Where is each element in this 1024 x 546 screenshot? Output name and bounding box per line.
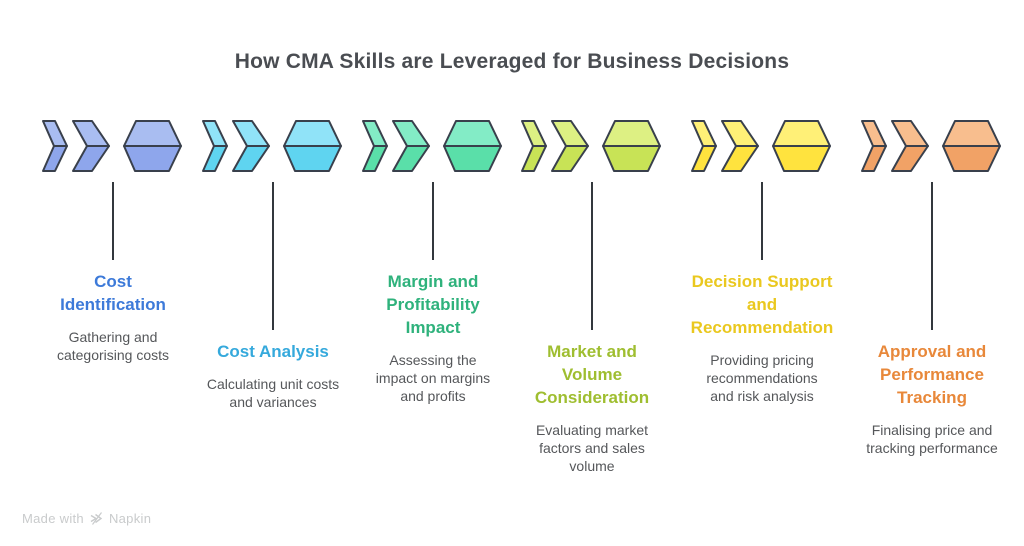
step-description: Calculating unit costs and variances — [206, 376, 340, 410]
step-description: Providing pricing recommendations and ri… — [706, 352, 818, 404]
connector-line — [272, 182, 274, 330]
connector-line — [432, 182, 434, 260]
triple-chevron-icon — [861, 120, 1001, 172]
made-with-label: Made with — [22, 511, 84, 526]
step-description: Finalising price and tracking performanc… — [866, 422, 998, 456]
triple-chevron-icon — [521, 120, 661, 172]
step-title: Margin and Profitability Impact — [386, 272, 480, 337]
step-group-cost-analysis: Cost Analysis Calculating unit costs and… — [193, 0, 353, 500]
connector-line — [931, 182, 933, 330]
triple-chevron-icon — [202, 120, 342, 172]
step-title: Cost Analysis — [217, 342, 329, 361]
step-title: Approval and Performance Tracking — [877, 342, 987, 407]
step-title: Market and Volume Consideration — [534, 342, 650, 407]
step-group-cost-identification: Cost Identification Gathering and catego… — [33, 0, 193, 500]
brand-label: Napkin — [108, 511, 152, 526]
step-description: Evaluating market factors and sales volu… — [535, 422, 649, 474]
connector-line — [112, 182, 114, 260]
step-group-approval-tracking: Approval and Performance Tracking Finali… — [852, 0, 1012, 500]
diagram-title: How CMA Skills are Leveraged for Busines… — [234, 50, 790, 73]
step-group-decision-support: Decision Support and Recommendation Prov… — [682, 0, 842, 500]
step-title: Decision Support and Recommendation — [690, 272, 834, 337]
watermark: Made with Napkin — [22, 511, 151, 526]
step-group-market-volume: Market and Volume Consideration Evaluati… — [512, 0, 672, 500]
triple-chevron-icon — [691, 120, 831, 172]
triple-chevron-icon — [42, 120, 182, 172]
step-description: Assessing the impact on margins and prof… — [375, 352, 491, 404]
triple-chevron-icon — [362, 120, 502, 172]
step-group-margin-profitability: Margin and Profitability Impact Assessin… — [353, 0, 513, 500]
step-description: Gathering and categorising costs — [56, 329, 170, 363]
napkin-logo-icon — [90, 512, 103, 525]
step-title: Cost Identification — [60, 272, 166, 314]
connector-line — [761, 182, 763, 260]
connector-line — [591, 182, 593, 330]
